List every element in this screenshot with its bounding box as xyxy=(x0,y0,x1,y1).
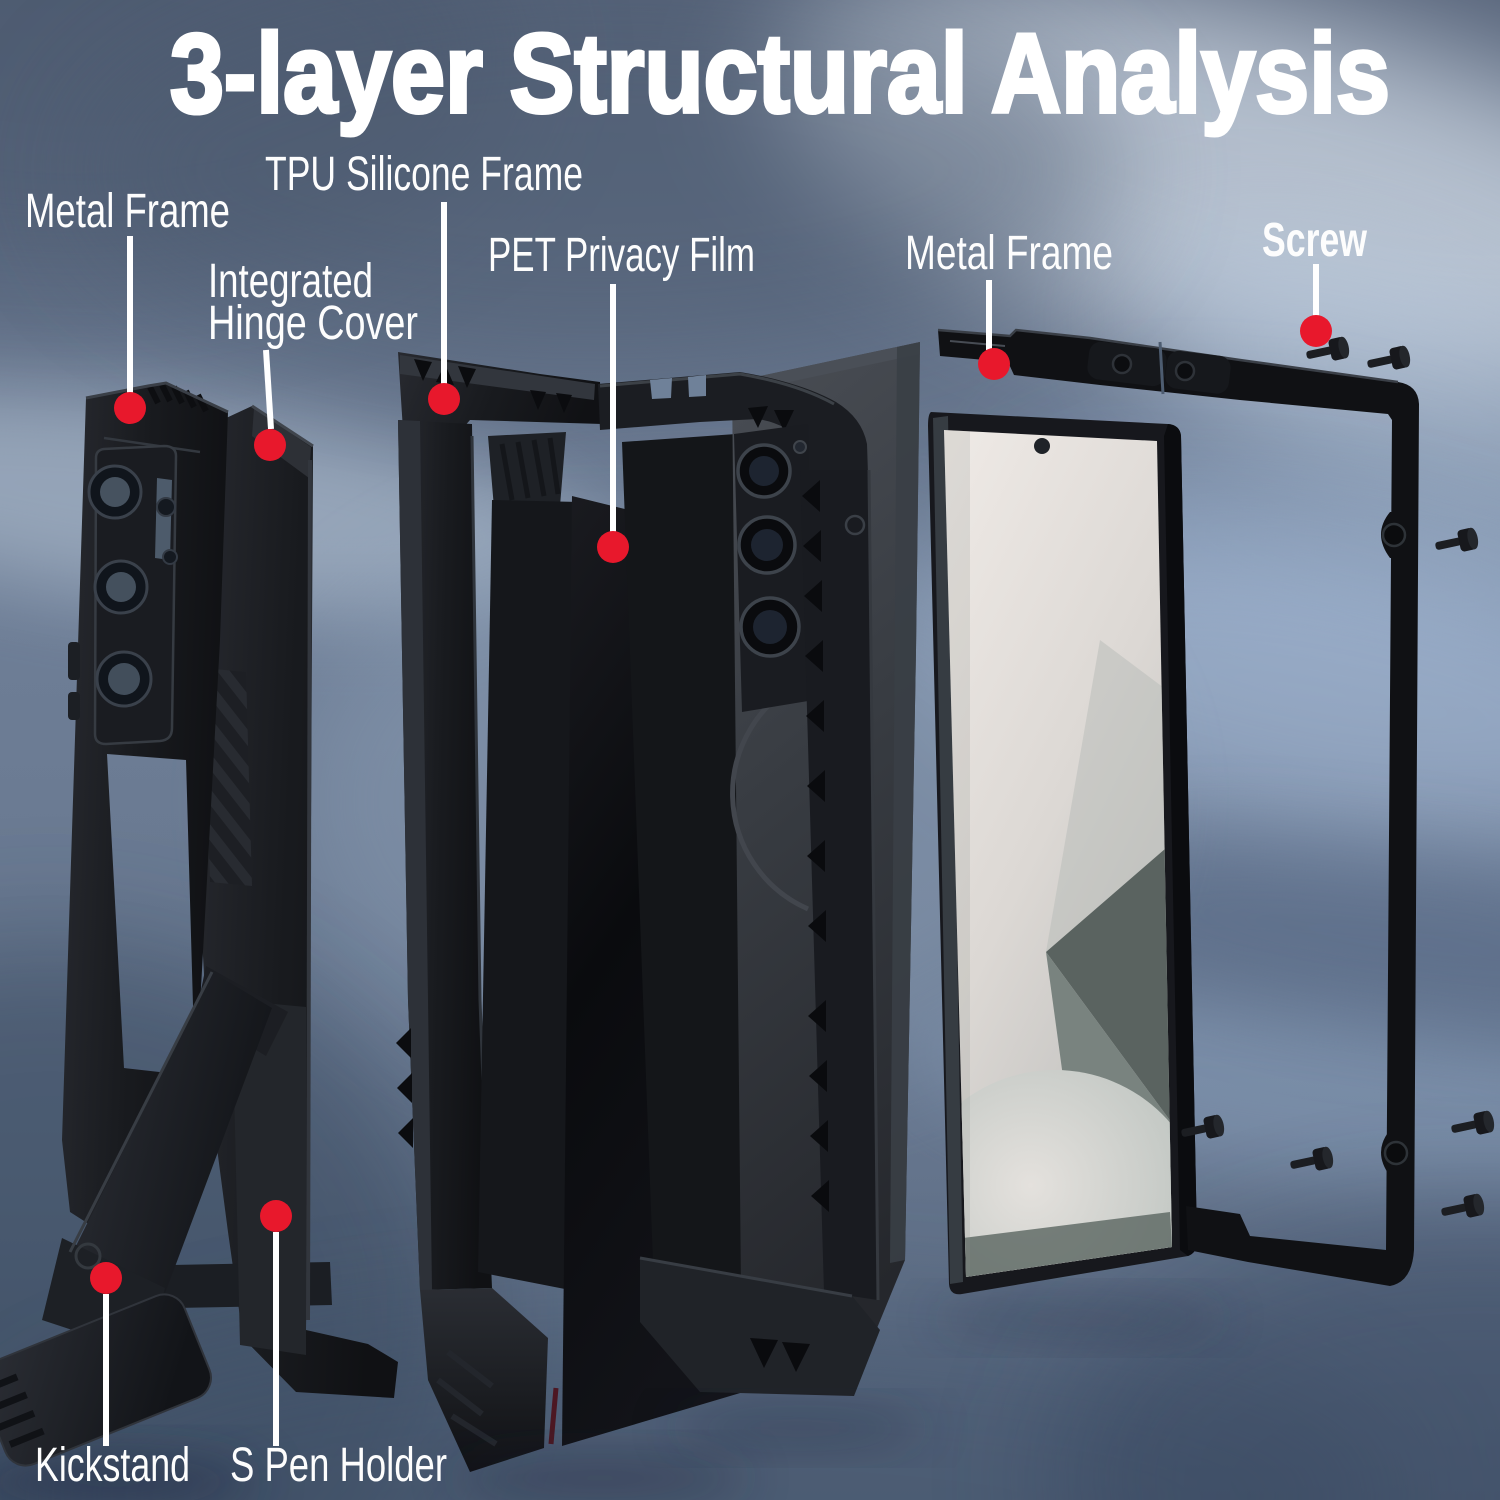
svg-text:Kickstand: Kickstand xyxy=(35,1439,190,1492)
svg-text:Hinge Cover: Hinge Cover xyxy=(208,297,418,350)
svg-text:Metal Frame: Metal Frame xyxy=(25,185,230,238)
svg-text:Screw: Screw xyxy=(1262,214,1367,267)
svg-text:S Pen Holder: S Pen Holder xyxy=(230,1439,447,1492)
svg-text:Integrated: Integrated xyxy=(208,255,373,308)
svg-text:TPU Silicone Frame: TPU Silicone Frame xyxy=(265,148,583,201)
svg-text:PET Privacy Film: PET Privacy Film xyxy=(488,229,755,282)
svg-text:3-layer Structural Analysis: 3-layer Structural Analysis xyxy=(170,11,1390,136)
svg-text:Metal Frame: Metal Frame xyxy=(905,227,1113,280)
